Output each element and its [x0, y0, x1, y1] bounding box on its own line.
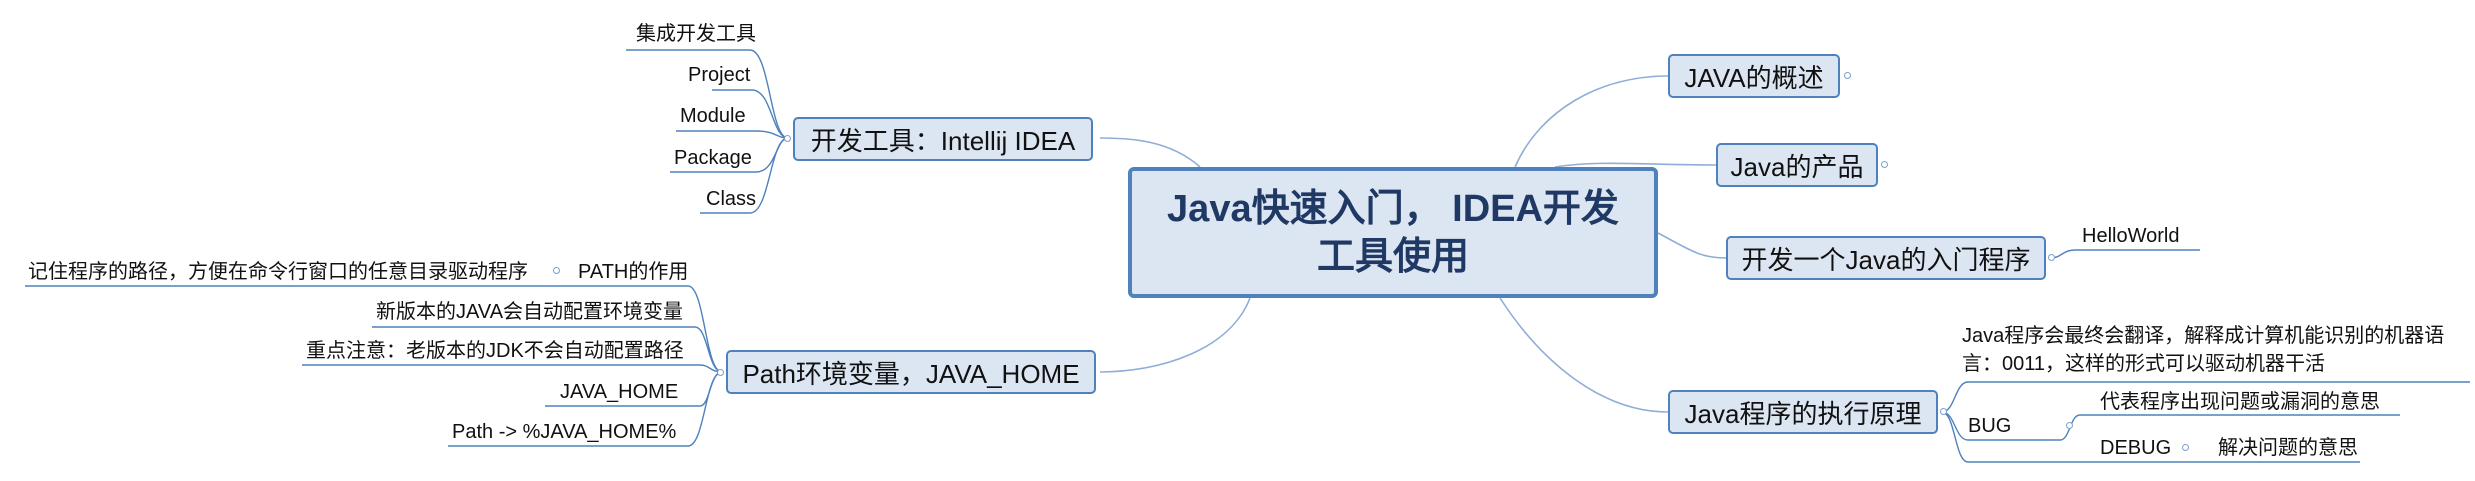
leaf-label: HelloWorld: [2082, 225, 2180, 247]
leaf-integrated-dev-tools[interactable]: 集成开发工具: [636, 22, 756, 46]
leaf-label: 代表程序出现问题或漏洞的意思: [2100, 391, 2380, 413]
leaf-auto-config[interactable]: 新版本的JAVA会自动配置环境变量: [376, 300, 683, 324]
collapse-dot-icon[interactable]: [784, 135, 791, 142]
leaf-label: Module: [680, 105, 746, 127]
leaf-class[interactable]: Class: [706, 187, 756, 211]
leaf-label: Project: [688, 64, 751, 86]
leaf-bug-detail[interactable]: 代表程序出现问题或漏洞的意思: [2100, 390, 2380, 414]
topic-execution-principle[interactable]: Java程序的执行原理: [1668, 390, 1938, 434]
leaf-label: 新版本的JAVA会自动配置环境变量: [376, 301, 684, 323]
leaf-label: 记住程序的路径，方便在命令行窗口的任意目录驱动程序: [28, 261, 528, 283]
leaf-execution-note[interactable]: Java程序会最终会翻译，解释成计算机能识别的机器语言：0011，这样的形式可以…: [1962, 322, 2467, 378]
leaf-path-role[interactable]: PATH的作用: [578, 260, 688, 284]
leaf-helloworld[interactable]: HelloWorld: [2082, 224, 2179, 248]
topic-path-env-label: Path环境变量，JAVA_HOME: [742, 358, 1080, 389]
topic-java-products-label: Java的产品: [1730, 151, 1864, 182]
leaf-java-home[interactable]: JAVA_HOME: [560, 380, 678, 404]
leaf-label: Package: [674, 147, 752, 169]
topic-first-program[interactable]: 开发一个Java的入门程序: [1726, 236, 2046, 280]
topic-java-products[interactable]: Java的产品: [1716, 143, 1878, 187]
collapse-dot-icon[interactable]: [1844, 72, 1851, 79]
central-topic-title: Java快速入门， IDEA开发工具使用: [1167, 187, 1619, 278]
leaf-bug[interactable]: BUG: [1968, 414, 2011, 438]
collapse-dot-icon[interactable]: [2182, 444, 2189, 451]
leaf-label: Class: [706, 188, 757, 210]
leaf-label: JAVA_HOME: [560, 381, 679, 403]
leaf-old-jdk-note[interactable]: 重点注意：老版本的JDK不会自动配置路径: [306, 339, 684, 363]
leaf-label: PATH的作用: [578, 261, 689, 283]
topic-first-program-label: 开发一个Java的入门程序: [1741, 244, 2031, 275]
topic-dev-tools-label: 开发工具：Intellij IDEA: [810, 125, 1076, 156]
topic-execution-principle-label: Java程序的执行原理: [1684, 398, 1922, 429]
leaf-path-role-detail[interactable]: 记住程序的路径，方便在命令行窗口的任意目录驱动程序: [28, 260, 528, 284]
leaf-label: 集成开发工具: [636, 23, 756, 45]
topic-dev-tools[interactable]: 开发工具：Intellij IDEA: [793, 117, 1093, 161]
leaf-debug[interactable]: DEBUG: [2100, 436, 2171, 460]
leaf-project[interactable]: Project: [688, 63, 750, 87]
topic-java-overview-label: JAVA的概述: [1684, 62, 1824, 93]
leaf-label: BUG: [1968, 415, 2012, 437]
leaf-label: 重点注意：老版本的JDK不会自动配置路径: [306, 340, 684, 362]
leaf-debug-detail[interactable]: 解决问题的意思: [2218, 436, 2358, 460]
collapse-dot-icon[interactable]: [717, 369, 724, 376]
collapse-dot-icon[interactable]: [1881, 161, 1888, 168]
leaf-label: 解决问题的意思: [2218, 437, 2358, 459]
collapse-dot-icon[interactable]: [2066, 422, 2073, 429]
collapse-dot-icon[interactable]: [2048, 254, 2055, 261]
leaf-label: Java程序会最终会翻译，解释成计算机能识别的机器语言：0011，这样的形式可以…: [1962, 325, 2445, 375]
collapse-dot-icon[interactable]: [1940, 408, 1947, 415]
central-topic[interactable]: Java快速入门， IDEA开发工具使用: [1128, 167, 1658, 298]
leaf-label: Path -> %JAVA_HOME%: [452, 421, 677, 443]
topic-path-env[interactable]: Path环境变量，JAVA_HOME: [726, 350, 1096, 394]
leaf-path-java-home[interactable]: Path -> %JAVA_HOME%: [452, 420, 676, 444]
collapse-dot-icon[interactable]: [553, 267, 560, 274]
topic-java-overview[interactable]: JAVA的概述: [1668, 54, 1840, 98]
leaf-label: DEBUG: [2100, 437, 2172, 459]
leaf-package[interactable]: Package: [674, 146, 752, 170]
leaf-module[interactable]: Module: [680, 104, 746, 128]
